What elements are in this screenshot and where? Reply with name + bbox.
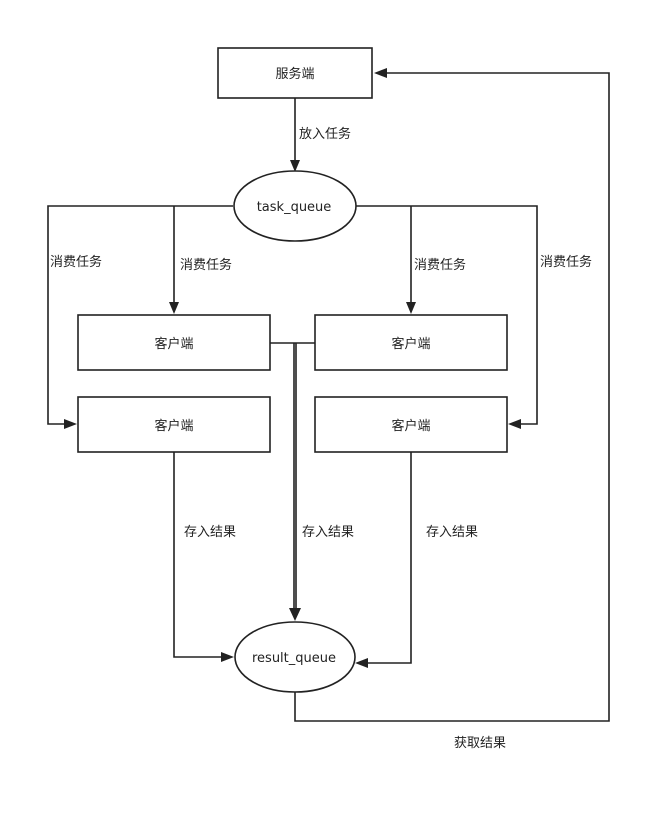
edge-task-branch-left xyxy=(47,205,233,425)
label-get-result: 获取结果 xyxy=(454,736,506,751)
arrowhead-store-right xyxy=(355,658,368,668)
node-client-top-right-label: 客户端 xyxy=(391,336,430,352)
label-store-left: 存入结果 xyxy=(184,525,236,540)
edge-get-result xyxy=(294,72,610,722)
node-client-top-left xyxy=(77,314,271,371)
node-client-bottom-right xyxy=(314,396,508,453)
arrowhead-consume-inner-right xyxy=(406,302,416,314)
node-server-label: 服务端 xyxy=(275,66,314,82)
label-consume-outer-right: 消费任务 xyxy=(540,254,592,270)
arrowhead-put-task xyxy=(290,160,300,172)
node-client-bottom-left xyxy=(77,396,271,453)
edge-store-left xyxy=(173,452,221,658)
arrowhead-get-result xyxy=(374,68,387,78)
node-result-queue-label: result_queue xyxy=(252,651,336,666)
arrowhead-consume-outer-left xyxy=(64,419,77,429)
label-consume-inner-right: 消费任务 xyxy=(414,257,466,273)
arrowhead-store-middle xyxy=(289,608,301,621)
node-client-bottom-right-label: 客户端 xyxy=(391,418,430,434)
node-client-top-right xyxy=(314,314,508,371)
label-consume-outer-left: 消费任务 xyxy=(50,254,102,270)
label-put-task: 放入任务 xyxy=(299,126,351,142)
edge-store-right xyxy=(368,452,412,664)
arrowhead-consume-inner-left xyxy=(169,302,179,314)
edge-task-branch-right xyxy=(356,205,538,425)
node-result-queue xyxy=(234,621,356,693)
label-store-right: 存入结果 xyxy=(426,525,478,540)
node-client-top-left-label: 客户端 xyxy=(154,336,193,352)
label-store-middle: 存入结果 xyxy=(302,525,354,540)
label-consume-inner-left: 消费任务 xyxy=(180,257,232,273)
node-client-bottom-left-label: 客户端 xyxy=(154,418,193,434)
arrowhead-consume-outer-right xyxy=(508,419,521,429)
arrowhead-store-left xyxy=(221,652,234,662)
node-task-queue-label: task_queue xyxy=(257,200,332,215)
node-task-queue xyxy=(233,170,357,242)
node-server xyxy=(217,47,373,99)
